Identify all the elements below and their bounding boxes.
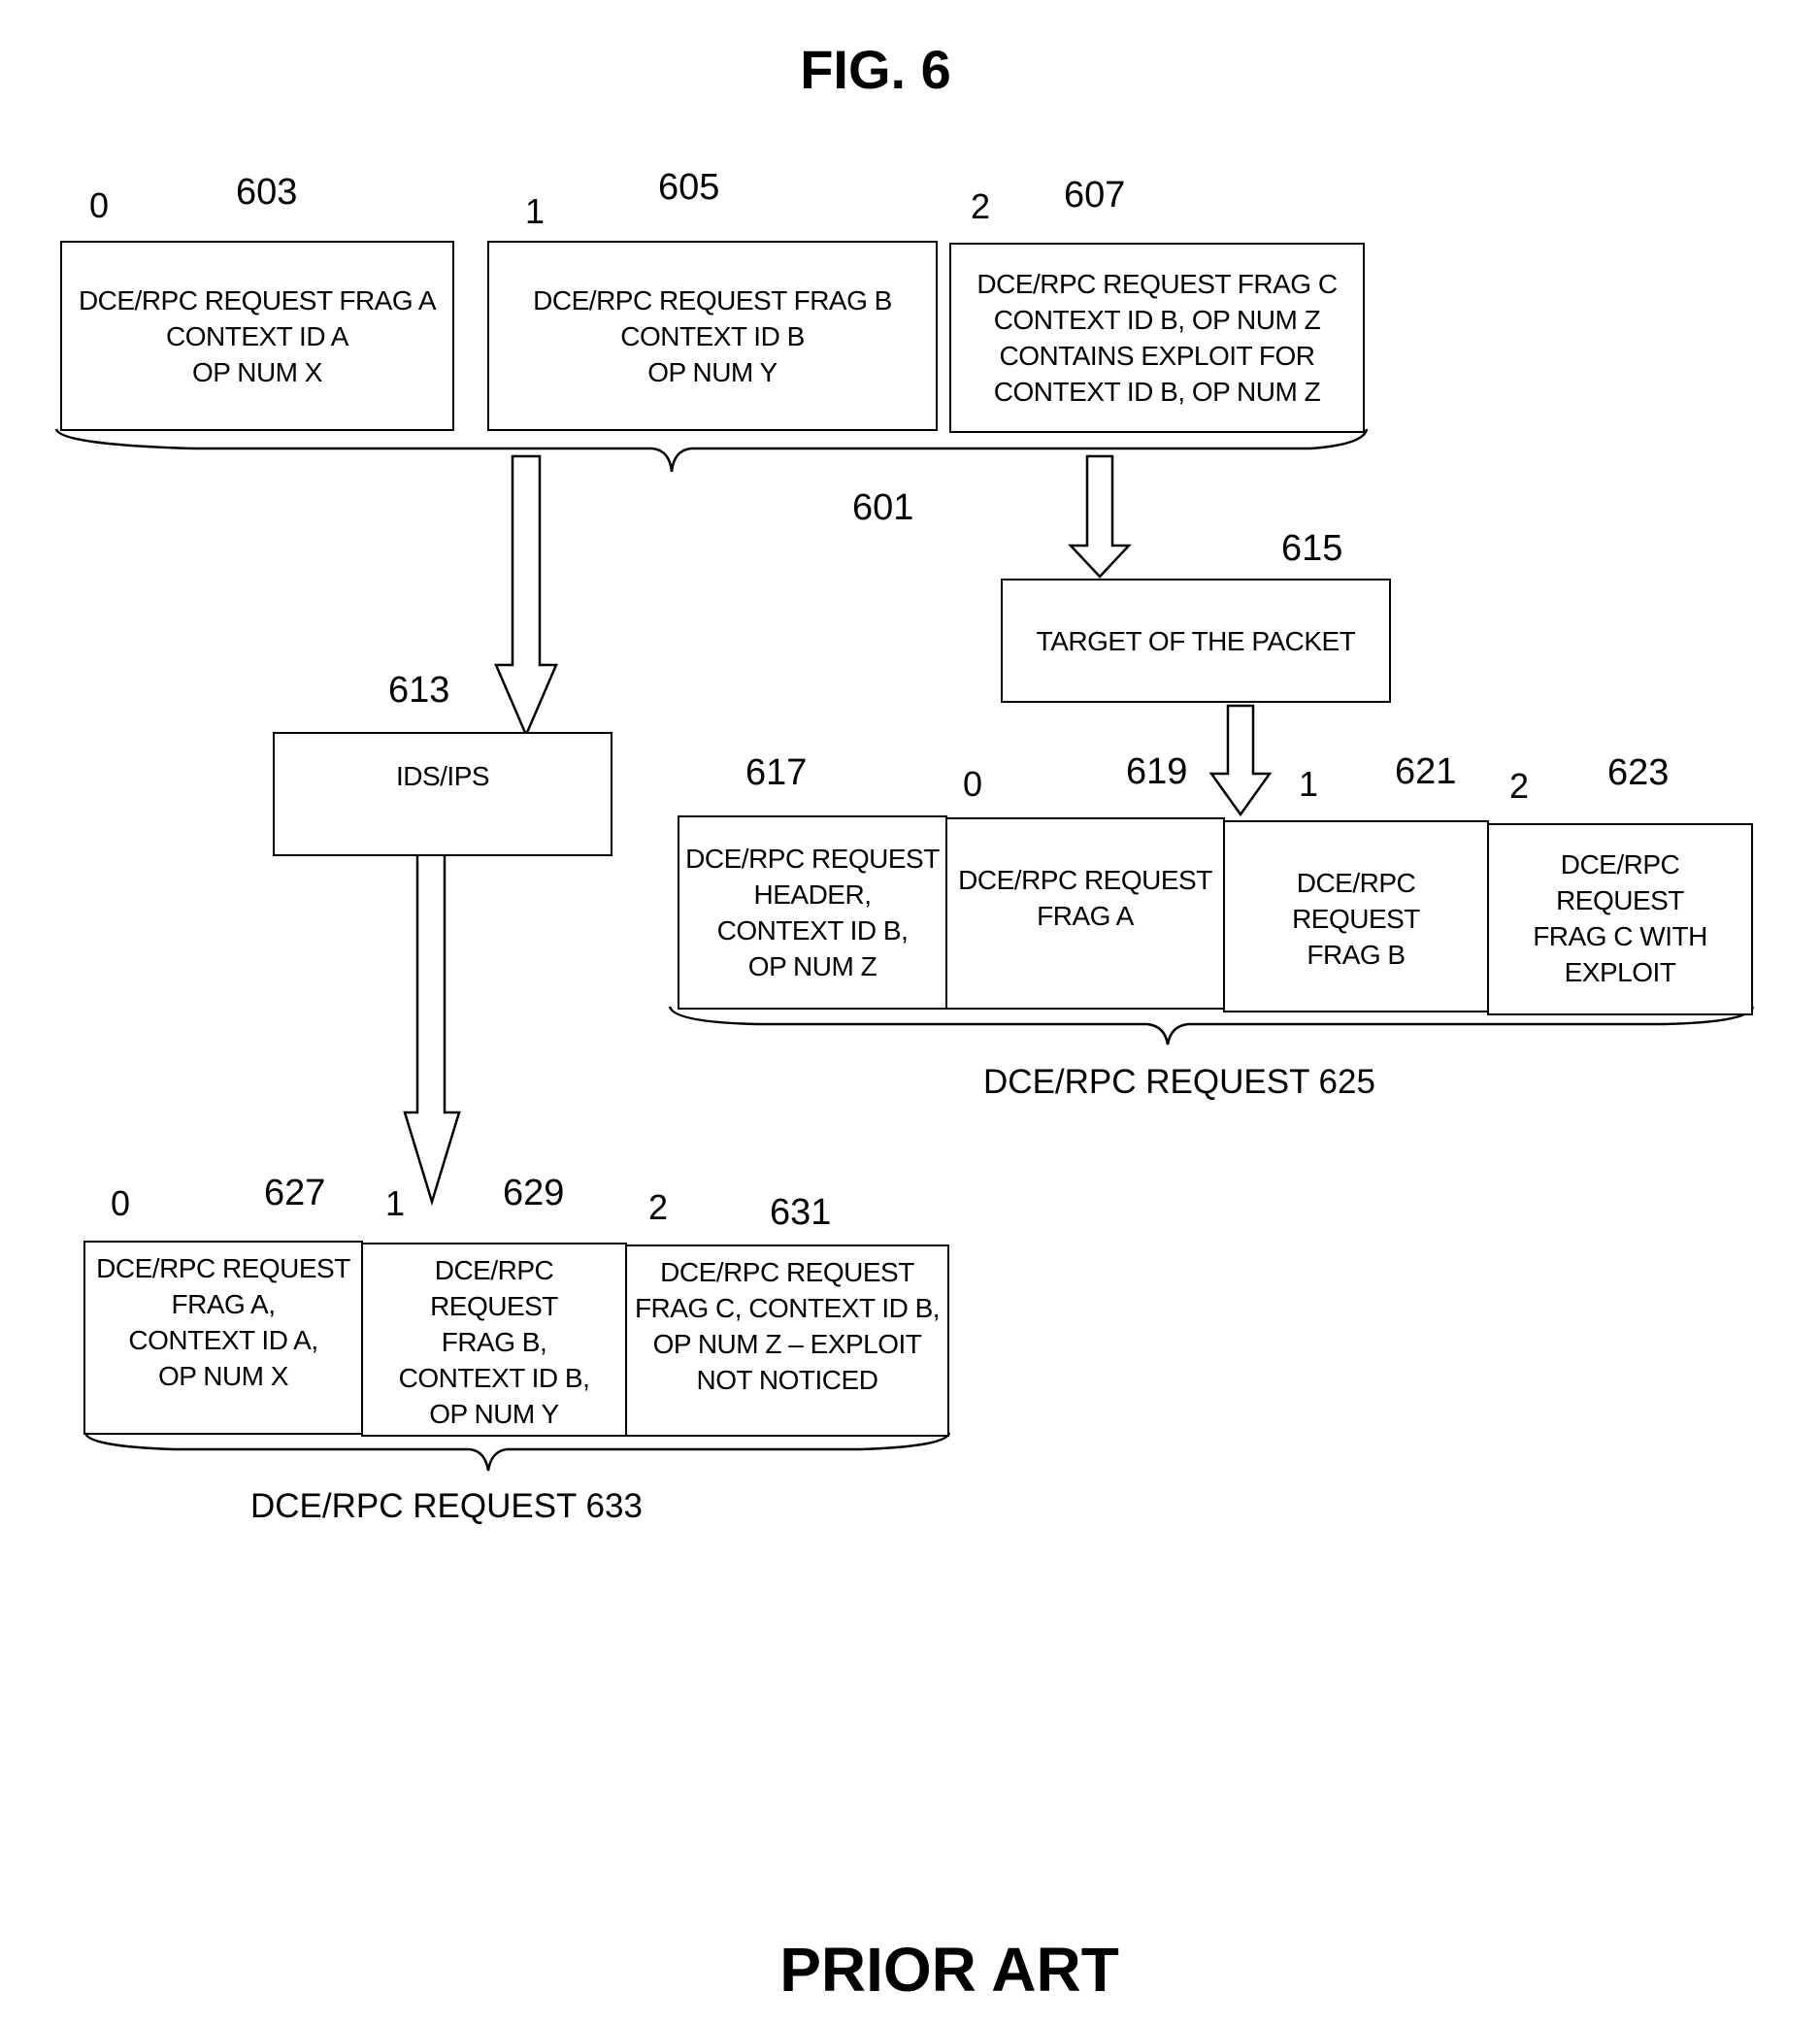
top-frag-b-box: DCE/RPC REQUEST FRAG B CONTEXT ID B OP N…: [487, 241, 938, 431]
top-frag-a-box: DCE/RPC REQUEST FRAG A CONTEXT ID A OP N…: [60, 241, 454, 431]
arrow-to-reassembled-icon: [1211, 706, 1270, 814]
ids-ref-613: 613: [388, 672, 449, 709]
top-frag-index-0: 0: [89, 188, 109, 223]
ids-text: IDS/IPS: [396, 758, 489, 794]
top-frag-b-text: DCE/RPC REQUEST FRAG B CONTEXT ID B OP N…: [533, 282, 892, 390]
brace-601: [56, 429, 1367, 472]
target-request-caption: DCE/RPC REQUEST 625: [983, 1063, 1375, 1102]
top-frag-c-text: DCE/RPC REQUEST FRAG C CONTEXT ID B, OP …: [976, 266, 1337, 410]
target-frag-ref-621: 621: [1395, 753, 1456, 790]
ids-frag-index-2: 2: [648, 1190, 668, 1225]
brace-633: [85, 1433, 949, 1471]
ids-frag-index-0: 0: [111, 1186, 130, 1221]
target-header-box: DCE/RPC REQUEST HEADER, CONTEXT ID B, OP…: [678, 815, 947, 1010]
arrow-from-ids-icon: [405, 854, 459, 1202]
target-frag-index-2: 2: [1509, 769, 1529, 804]
target-frag-index-1: 1: [1299, 767, 1318, 802]
top-frag-ref-603: 603: [236, 174, 297, 211]
target-ref-615: 615: [1281, 530, 1342, 567]
group-ref-601: 601: [852, 489, 913, 526]
target-frag-a-box: DCE/RPC REQUEST FRAG A: [945, 817, 1225, 1010]
target-text: TARGET OF THE PACKET: [1037, 623, 1356, 659]
target-frag-index-0: 0: [963, 767, 982, 802]
ids-box: IDS/IPS: [273, 732, 612, 856]
arrow-to-target-icon: [1071, 456, 1129, 577]
top-frag-ref-607: 607: [1064, 177, 1125, 214]
ids-request-caption: DCE/RPC REQUEST 633: [250, 1487, 627, 1526]
ids-frag-b-box: DCE/RPC REQUEST FRAG B, CONTEXT ID B, OP…: [361, 1243, 627, 1437]
prior-art-label: PRIOR ART: [755, 1935, 1143, 2005]
target-box: TARGET OF THE PACKET: [1001, 579, 1391, 703]
top-frag-index-2: 2: [971, 189, 990, 224]
top-frag-c-box: DCE/RPC REQUEST FRAG C CONTEXT ID B, OP …: [949, 243, 1365, 433]
target-frag-b-text: DCE/RPC REQUEST FRAG B: [1231, 865, 1481, 973]
ids-frag-ref-629: 629: [503, 1175, 564, 1211]
target-frag-b-box: DCE/RPC REQUEST FRAG B: [1223, 820, 1489, 1012]
ids-frag-c-text: DCE/RPC REQUEST FRAG C, CONTEXT ID B, OP…: [635, 1254, 940, 1398]
ids-frag-ref-627: 627: [264, 1175, 325, 1211]
ids-frag-a-box: DCE/RPC REQUEST FRAG A, CONTEXT ID A, OP…: [83, 1241, 363, 1435]
ids-frag-index-1: 1: [385, 1186, 405, 1221]
target-frag-c-box: DCE/RPC REQUEST FRAG C WITH EXPLOIT: [1487, 823, 1753, 1015]
target-header-text: DCE/RPC REQUEST HEADER, CONTEXT ID B, OP…: [685, 841, 940, 984]
target-frag-ref-623: 623: [1607, 754, 1669, 791]
top-frag-index-1: 1: [525, 194, 545, 229]
top-frag-a-text: DCE/RPC REQUEST FRAG A CONTEXT ID A OP N…: [79, 282, 436, 390]
target-header-ref-617: 617: [745, 754, 807, 791]
target-frag-a-text: DCE/RPC REQUEST FRAG A: [958, 862, 1212, 934]
target-frag-c-text: DCE/RPC REQUEST FRAG C WITH EXPLOIT: [1495, 846, 1745, 990]
ids-frag-ref-631: 631: [770, 1194, 831, 1231]
top-frag-ref-605: 605: [658, 169, 719, 206]
ids-frag-b-text: DCE/RPC REQUEST FRAG B, CONTEXT ID B, OP…: [369, 1252, 619, 1432]
ids-frag-c-box: DCE/RPC REQUEST FRAG C, CONTEXT ID B, OP…: [625, 1244, 949, 1437]
arrow-to-ids-icon: [496, 456, 556, 735]
target-frag-ref-619: 619: [1126, 753, 1187, 790]
ids-frag-a-text: DCE/RPC REQUEST FRAG A, CONTEXT ID A, OP…: [96, 1250, 350, 1394]
